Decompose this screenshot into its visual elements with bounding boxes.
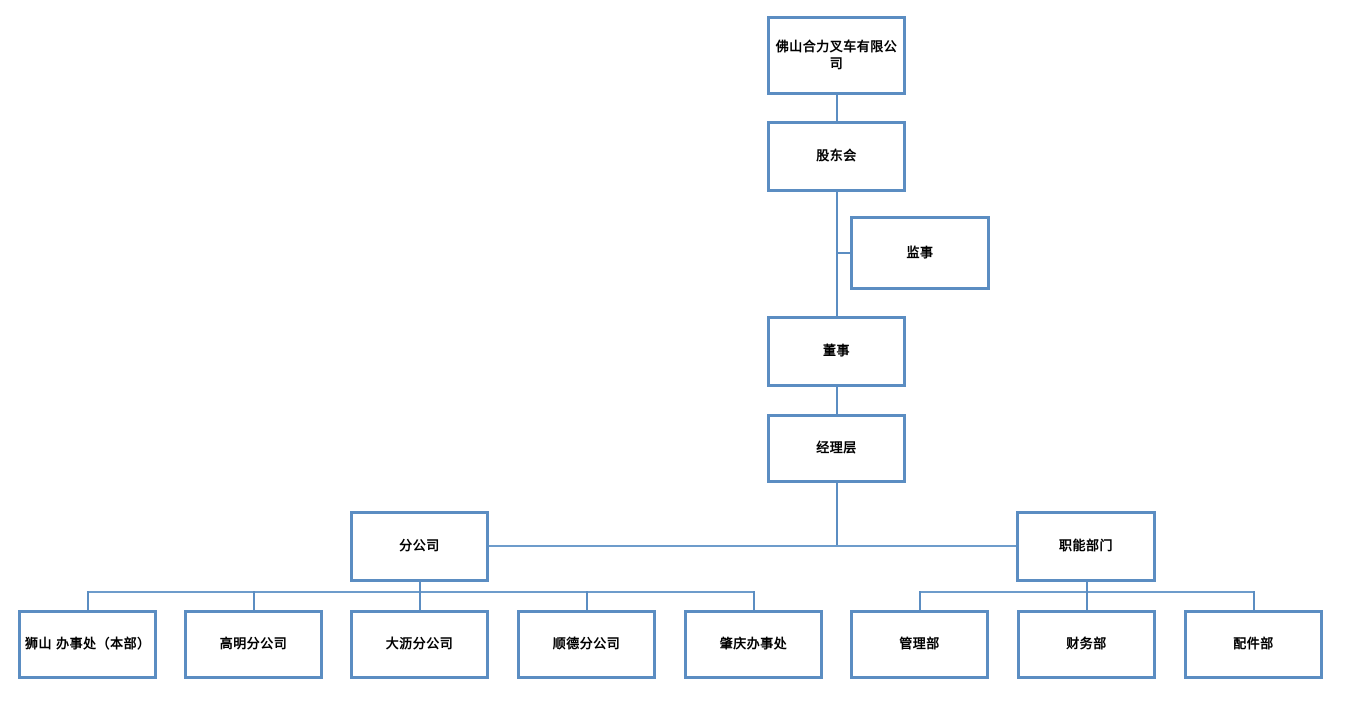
- node-functional-unit-3[interactable]: 配件部: [1184, 610, 1323, 679]
- node-director-label: 董事: [822, 343, 850, 359]
- node-director[interactable]: 董事: [767, 316, 906, 387]
- node-supervisor[interactable]: 监事: [850, 216, 990, 290]
- connector-trunk-to-supervisor: [836, 252, 852, 254]
- connector-branch-drop-3: [419, 591, 421, 611]
- connector-branch-drop-4: [586, 591, 588, 611]
- node-supervisor-label: 监事: [906, 244, 934, 260]
- node-branch-unit-2-label: 高明分公司: [219, 636, 288, 652]
- node-branch-unit-2[interactable]: 高明分公司: [184, 610, 323, 679]
- connector-director-to-management: [836, 386, 838, 414]
- connector-functional-drop-2: [1086, 591, 1088, 611]
- node-shareholders[interactable]: 股东会: [767, 121, 906, 192]
- node-functional-unit-2[interactable]: 财务部: [1017, 610, 1156, 679]
- node-functional[interactable]: 职能部门: [1016, 511, 1156, 582]
- node-management-label: 经理层: [816, 440, 857, 456]
- connector-functional-down: [1086, 581, 1088, 593]
- connector-functional-drop-3: [1253, 591, 1255, 611]
- node-company[interactable]: 佛山合力叉车有限公司: [767, 16, 906, 95]
- node-functional-unit-3-label: 配件部: [1233, 636, 1274, 652]
- node-shareholders-label: 股东会: [816, 148, 857, 164]
- node-functional-label: 职能部门: [1058, 538, 1113, 554]
- node-branch-unit-1-label: 狮山 办事处（本部）: [25, 636, 151, 652]
- connector-functional-drop-1: [919, 591, 921, 611]
- connector-branch-drop-2: [253, 591, 255, 611]
- node-branch-unit-5[interactable]: 肇庆办事处: [684, 610, 823, 679]
- node-management[interactable]: 经理层: [767, 414, 906, 483]
- node-functional-unit-1-label: 管理部: [899, 636, 940, 652]
- connector-company-to-shareholders: [836, 94, 838, 122]
- node-branches-label: 分公司: [399, 538, 440, 554]
- node-branch-unit-3[interactable]: 大沥分公司: [350, 610, 489, 679]
- connector-branch-drop-1: [87, 591, 89, 611]
- node-branch-unit-5-label: 肇庆办事处: [719, 636, 788, 652]
- node-branches[interactable]: 分公司: [350, 511, 489, 582]
- node-functional-unit-2-label: 财务部: [1066, 636, 1107, 652]
- node-functional-unit-1[interactable]: 管理部: [850, 610, 989, 679]
- node-branch-unit-4[interactable]: 顺德分公司: [517, 610, 656, 679]
- connector-management-down: [836, 483, 838, 546]
- node-company-label: 佛山合力叉车有限公司: [775, 38, 898, 71]
- connector-branch-drop-5: [753, 591, 755, 611]
- connector-shareholders-to-director: [836, 191, 838, 320]
- node-branch-unit-1[interactable]: 狮山 办事处（本部）: [18, 610, 157, 679]
- connector-branches-down: [419, 581, 421, 593]
- connector-level6-bar: [488, 545, 1018, 547]
- node-branch-unit-3-label: 大沥分公司: [385, 636, 454, 652]
- node-branch-unit-4-label: 顺德分公司: [552, 636, 621, 652]
